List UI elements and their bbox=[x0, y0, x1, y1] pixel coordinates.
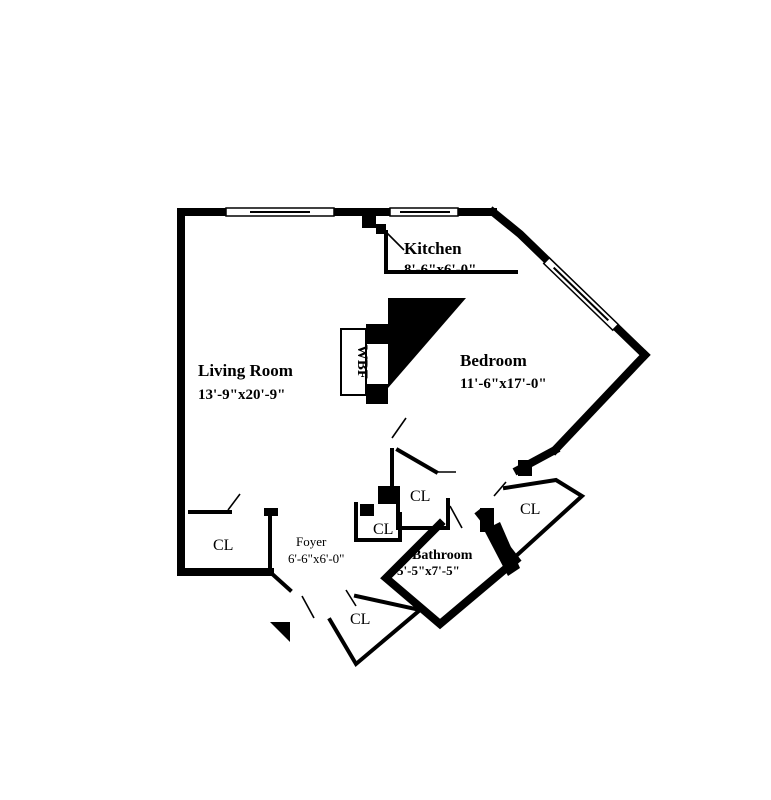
foyer-name: Foyer bbox=[296, 534, 327, 549]
fireplace: WBF bbox=[340, 298, 466, 404]
kitchen-name: Kitchen bbox=[404, 239, 462, 258]
bathroom-dims: 5'-5"x7'-5" bbox=[397, 563, 460, 578]
living-room-dims: 13'-9"x20'-9" bbox=[198, 387, 285, 403]
interior-walls bbox=[188, 417, 586, 668]
fireplace-label: WBF bbox=[354, 345, 370, 379]
living-room-name: Living Room bbox=[198, 361, 293, 380]
bathroom-name: Bathroom bbox=[412, 548, 473, 563]
closet-label: CL bbox=[410, 488, 430, 505]
closet-label: CL bbox=[213, 537, 233, 554]
closet-label: CL bbox=[350, 611, 370, 628]
room-labels: Kitchen 8'-6"x6'-0" Living Room 13'-9"x2… bbox=[198, 239, 547, 628]
bedroom-name: Bedroom bbox=[460, 351, 527, 370]
bedroom-dims: 11'-6"x17'-0" bbox=[460, 376, 547, 392]
kitchen-dims: 8'-6"x6'-0" bbox=[404, 262, 476, 278]
closet-label: CL bbox=[520, 501, 540, 518]
windows bbox=[225, 207, 620, 332]
foyer-dims: 6'-6"x6'-0" bbox=[288, 551, 344, 566]
closet-label: CL bbox=[373, 521, 393, 538]
kitchen-walls bbox=[362, 214, 518, 274]
